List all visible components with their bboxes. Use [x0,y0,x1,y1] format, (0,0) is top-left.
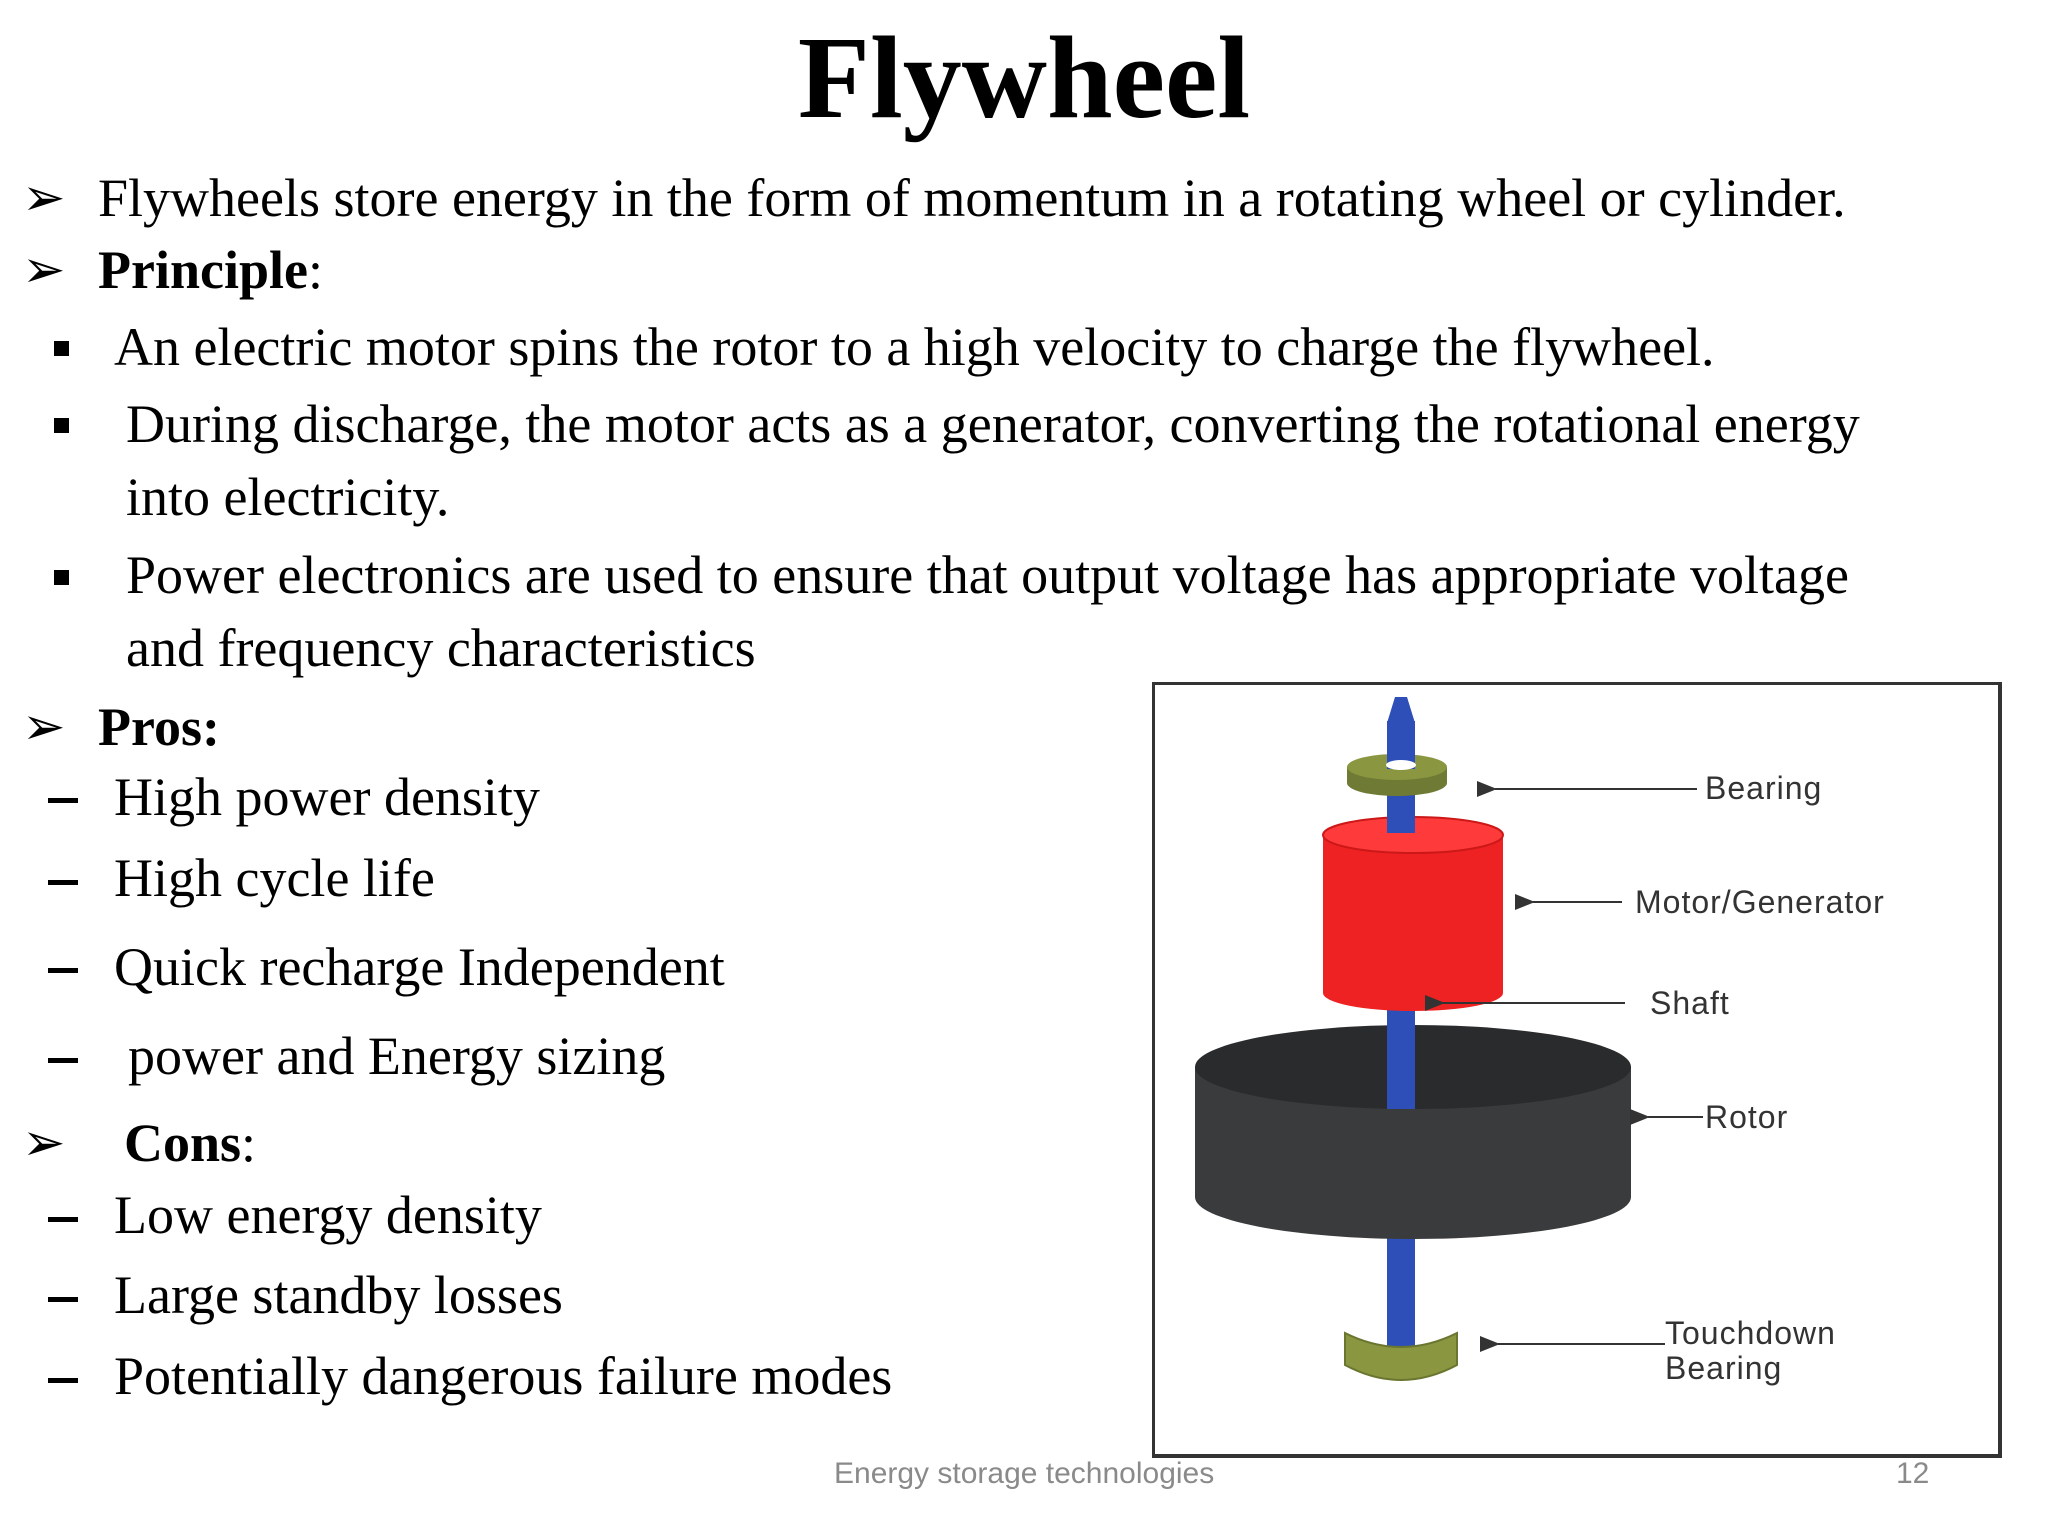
arrow-bullet-icon: ➢ [22,697,66,757]
cons-item-1: Low energy density [114,1185,542,1245]
intro-text: Flywheels store energy in the form of mo… [98,168,1846,228]
bearing-hole [1386,760,1416,770]
arrow-bullet-icon: ➢ [22,168,66,228]
principle-heading-line: Principle: [98,239,323,301]
touchdown-bearing [1344,1331,1458,1381]
upper-shaft-mid [1387,793,1415,833]
top-shaft-tip [1387,697,1415,723]
cons-item-2: Large standby losses [114,1265,563,1325]
principle-bullet-3-cont: and frequency characteristics [126,618,756,678]
arrow-bullet-icon: ➢ [22,1113,66,1173]
motor-body [1323,835,1503,1011]
pros-item-4: power and Energy sizing [128,1026,666,1086]
dash-bullet-icon [48,968,78,973]
cons-heading-line: Cons: [124,1112,256,1174]
dash-bullet-icon [48,880,78,885]
label-touchdown-bearing: Bearing [1665,1350,1783,1386]
principle-bullet-2: During discharge, the motor acts as a ge… [126,394,1860,454]
rotor-body [1195,1067,1631,1239]
flywheel-drawing [1195,697,1703,1381]
label-touchdown: Touchdown [1665,1315,1836,1351]
principle-bullet-1: An electric motor spins the rotor to a h… [114,317,1715,377]
pros-heading-text: Pros: [98,697,220,757]
cons-heading: Cons [124,1113,242,1173]
cons-item-3: Potentially dangerous failure modes [114,1346,893,1406]
dash-bullet-icon [48,1058,78,1063]
middle-shaft [1387,997,1415,1109]
slide-title: Flywheel [797,12,1251,143]
dash-bullet-icon [48,798,78,803]
footer-title: Energy storage technologies [834,1457,1215,1490]
label-motor-generator: Motor/Generator [1635,884,1885,920]
pros-item-1: High power density [114,767,540,827]
dash-bullet-icon [48,1297,78,1302]
principle-colon: : [307,240,323,300]
pros-heading: Pros: [98,696,220,758]
label-rotor: Rotor [1705,1099,1789,1135]
square-bullet-icon [54,341,69,356]
page-number: 12 [1896,1457,1930,1490]
principle-heading: Principle [98,240,308,300]
square-bullet-icon [54,570,69,585]
cons-colon: : [241,1113,257,1173]
label-bearing: Bearing [1705,770,1823,806]
dash-bullet-icon [48,1378,78,1383]
flywheel-diagram: Bearing Motor/Generator Shaft Rotor Touc… [1152,682,2002,1458]
dash-bullet-icon [48,1217,78,1222]
pros-item-2: High cycle life [114,848,435,908]
square-bullet-icon [54,418,69,433]
lower-shaft [1387,1230,1415,1360]
principle-bullet-2-cont: into electricity. [126,467,450,527]
principle-bullet-3: Power electronics are used to ensure tha… [126,545,1849,605]
label-shaft: Shaft [1650,985,1730,1021]
arrow-bullet-icon: ➢ [22,240,66,300]
pros-item-3: Quick recharge Independent [114,937,725,997]
